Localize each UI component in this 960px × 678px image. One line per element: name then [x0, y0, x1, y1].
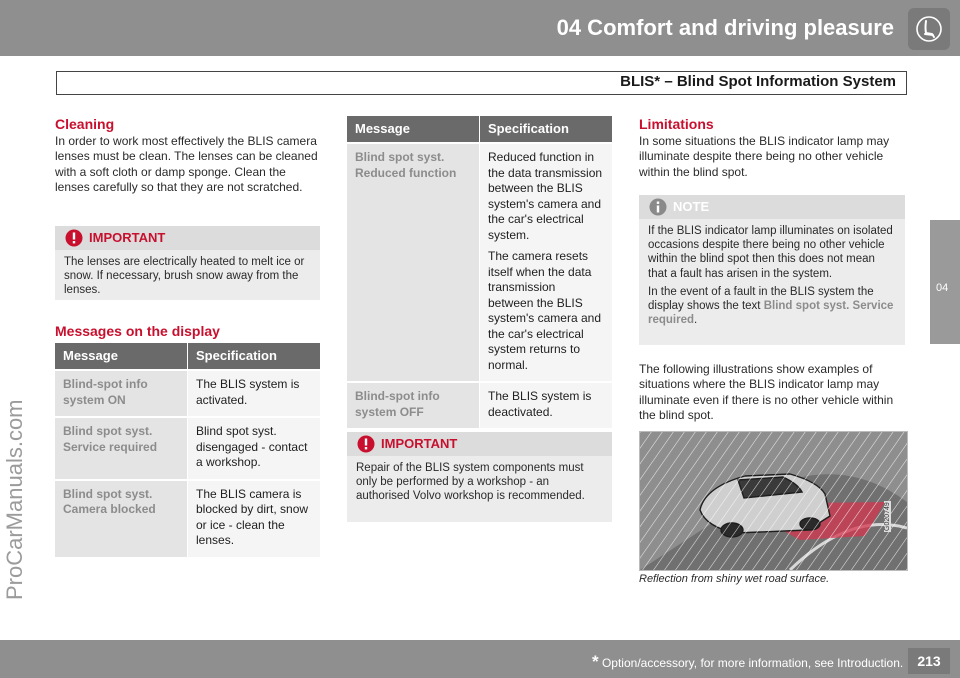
important-label: IMPORTANT: [89, 230, 166, 245]
table-row: Blind spot syst. Camera blocked The BLIS…: [55, 478, 320, 557]
column-header-message: Message: [347, 116, 480, 143]
important-label: IMPORTANT: [381, 436, 458, 451]
specification-cell: Reduced function in the data transmissio…: [479, 142, 612, 382]
important-box-middle: IMPORTANT Repair of the BLIS system comp…: [347, 432, 612, 522]
cleaning-text: In order to work most effectively the BL…: [55, 134, 318, 194]
note-header: NOTE: [639, 195, 905, 219]
specification-text: The camera resets itself when the data t…: [488, 249, 601, 372]
illustrations-intro: The following illustrations show example…: [639, 362, 894, 422]
chapter-tab[interactable]: 04: [930, 220, 960, 344]
table-row: Blind-spot info system OFF The BLIS syst…: [347, 381, 612, 428]
left-column: Cleaning In order to work most effective…: [55, 116, 320, 195]
chapter-tab-label: 04: [936, 282, 949, 294]
section-title: BLIS* – Blind Spot Information System: [620, 73, 896, 90]
note-body: If the BLIS indicator lamp illuminates o…: [639, 219, 905, 335]
warning-icon: [357, 435, 375, 458]
message-cell: Blind-spot info system OFF: [347, 381, 480, 428]
important-text: Repair of the BLIS system components mus…: [356, 462, 585, 503]
note-text-suffix: .: [694, 314, 698, 327]
info-icon: [649, 198, 667, 221]
table-row: Blind spot syst. Reduced function Reduce…: [347, 142, 612, 382]
page-header: 04 Comfort and driving pleasure: [0, 0, 960, 56]
right-column: Limitations In some situations the BLIS …: [639, 116, 905, 180]
note-text-prefix: In the event of a fault in the BLIS syst…: [648, 285, 874, 313]
figure-caption: Reflection from shiny wet road surface.: [639, 573, 830, 585]
warning-icon: [65, 229, 83, 252]
messages-heading: Messages on the display: [55, 323, 220, 339]
note-label: NOTE: [673, 199, 710, 214]
highlighted-message: Blind spot syst. Service required: [648, 300, 894, 327]
asterisk: *: [592, 652, 599, 671]
footnote-text: Option/accessory, for more information, …: [601, 656, 904, 670]
column-header-message: Message: [55, 343, 188, 370]
cleaning-heading: Cleaning: [55, 116, 115, 132]
important-box-left: IMPORTANT The lenses are electrically he…: [55, 226, 320, 300]
table-row: Blind spot syst. Service required Blind …: [55, 416, 320, 480]
message-cell: Blind spot syst. Camera blocked: [55, 478, 188, 557]
table-row: Blind-spot info system ON The BLIS syste…: [55, 369, 320, 417]
specification-cell: Blind spot syst. disengaged - contact a …: [187, 416, 320, 480]
limitations-text: In some situations the BLIS indicator la…: [639, 134, 890, 179]
column-header-specification: Specification: [479, 116, 612, 143]
watermark: ProCarManuals.com: [2, 399, 27, 600]
messages-table-continued: Message Specification Blind spot syst. R…: [347, 116, 612, 428]
page-footer: * Option/accessory, for more information…: [0, 640, 960, 678]
note-box: NOTE If the BLIS indicator lamp illumina…: [639, 195, 905, 345]
wet-road-car-illustration: [640, 432, 907, 570]
limitations-heading: Limitations: [639, 116, 714, 132]
chapter-title: 04 Comfort and driving pleasure: [556, 15, 894, 40]
reflection-illustration: G020749: [639, 431, 908, 571]
table-header-row: Message Specification: [347, 116, 612, 143]
figure-code: G020749: [884, 501, 891, 532]
messages-table: Message Specification Blind-spot info sy…: [55, 343, 320, 557]
specification-text: Reduced function in the data transmissio…: [488, 150, 603, 242]
note-text: If the BLIS indicator lamp illuminates o…: [648, 225, 893, 280]
note-text: In the event of a fault in the BLIS syst…: [648, 285, 896, 328]
column-header-specification: Specification: [187, 343, 320, 370]
message-cell: Blind spot syst. Reduced function: [347, 142, 480, 382]
table-header-row: Message Specification: [55, 343, 320, 370]
specification-cell: The BLIS system is deactivated.: [479, 381, 612, 428]
important-header: IMPORTANT: [55, 226, 320, 250]
specification-cell: The BLIS system is activated.: [187, 369, 320, 417]
specification-cell: The BLIS camera is blocked by dirt, snow…: [187, 478, 320, 557]
page-number: 213: [908, 648, 950, 674]
section-bar: BLIS* – Blind Spot Information System: [56, 71, 907, 95]
footnote: * Option/accessory, for more information…: [592, 652, 903, 672]
message-cell: Blind spot syst. Service required: [55, 416, 188, 480]
message-cell: Blind-spot info system ON: [55, 369, 188, 417]
important-text: The lenses are electrically heated to me…: [64, 256, 305, 297]
seat-icon: [908, 8, 950, 50]
important-header: IMPORTANT: [347, 432, 612, 456]
